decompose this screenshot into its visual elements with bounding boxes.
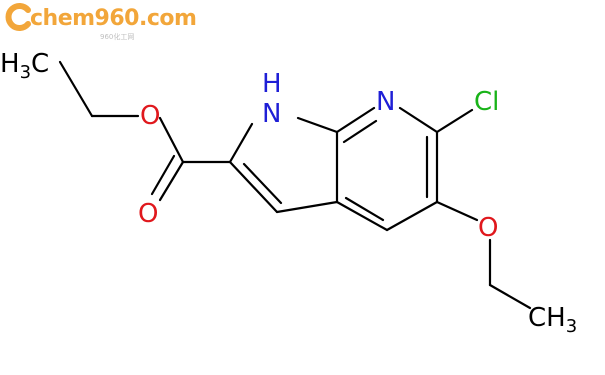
bond <box>435 108 474 134</box>
bond <box>242 162 283 205</box>
atom-o-ether: O <box>478 213 498 243</box>
atom-n-pyridine: N <box>376 87 395 117</box>
atom-ch3-top-h: H <box>0 49 20 79</box>
atom-ch3-top-sub: 3 <box>20 62 31 83</box>
bond <box>150 154 176 196</box>
bond <box>335 200 389 232</box>
bond <box>275 200 339 214</box>
atom-nh-n: N <box>262 99 281 129</box>
atom-ch3-bottom-ch: CH <box>528 303 566 333</box>
atom-ch3-top-c: C <box>31 49 49 79</box>
bonds <box>58 60 532 310</box>
bond <box>335 106 376 134</box>
watermark-subtitle: 960化工网 <box>100 33 135 41</box>
bond <box>296 116 339 134</box>
bond <box>488 283 532 310</box>
bond <box>385 200 439 232</box>
atom-labels: H3C O O H N N Cl O CH3 <box>0 49 577 337</box>
bond <box>398 106 439 134</box>
bond <box>158 160 185 202</box>
atom-o-carbonyl: O <box>138 199 158 229</box>
bond <box>228 122 254 164</box>
bond <box>435 200 479 222</box>
atom-ch3-bottom-sub: 3 <box>566 316 577 337</box>
bond <box>58 60 94 118</box>
watermark-brand: chem960.com <box>30 6 197 31</box>
bond <box>158 116 185 164</box>
bond <box>344 196 385 222</box>
atom-nh-h: H <box>262 69 282 99</box>
atom-cl: Cl <box>474 87 499 117</box>
watermark-tld: .com <box>138 6 197 31</box>
chem960-watermark: chem960.com 960化工网 <box>4 2 197 46</box>
watermark-brand-name: chem960 <box>30 6 139 31</box>
bond <box>228 160 279 214</box>
atom-ch3-bottom: CH3 <box>528 303 577 337</box>
bond <box>342 119 378 144</box>
atom-o-ester: O <box>140 101 160 131</box>
chem960-logo-icon <box>5 3 31 31</box>
atom-ch3-top: H3C <box>0 49 49 83</box>
